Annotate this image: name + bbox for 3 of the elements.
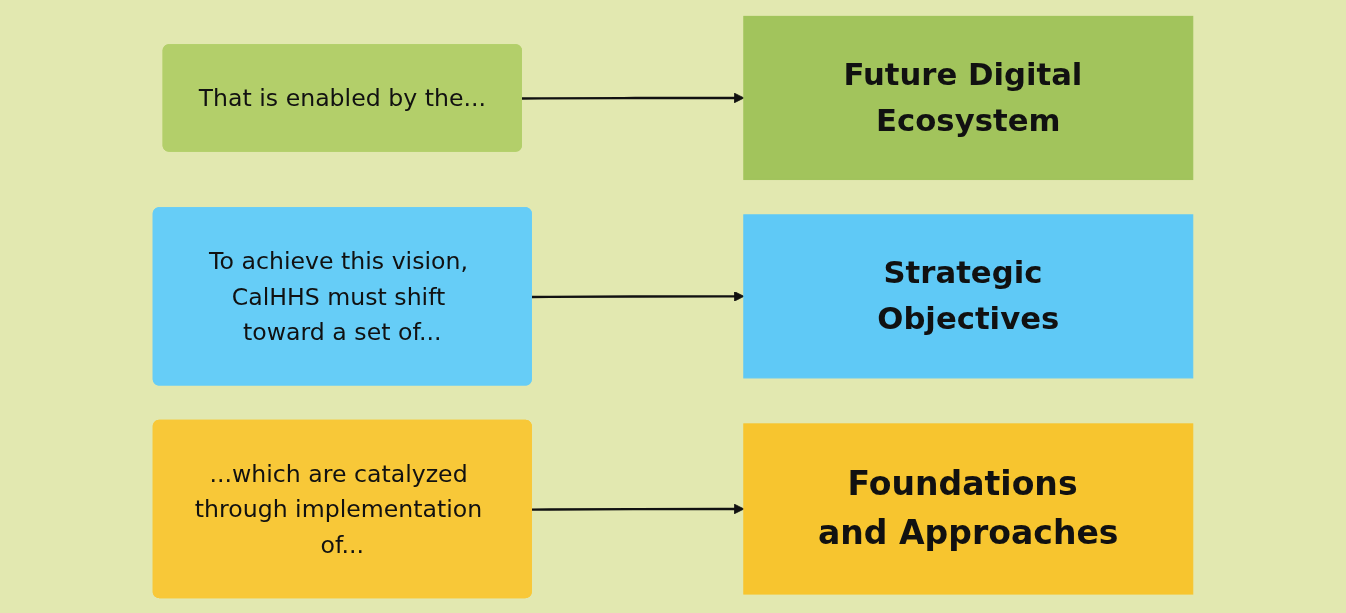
node-box: Future Digital Ecosystem xyxy=(743,15,1194,180)
node-box: Foundations and Approaches xyxy=(743,422,1194,595)
node-box: Strategic Objectives xyxy=(743,213,1194,378)
